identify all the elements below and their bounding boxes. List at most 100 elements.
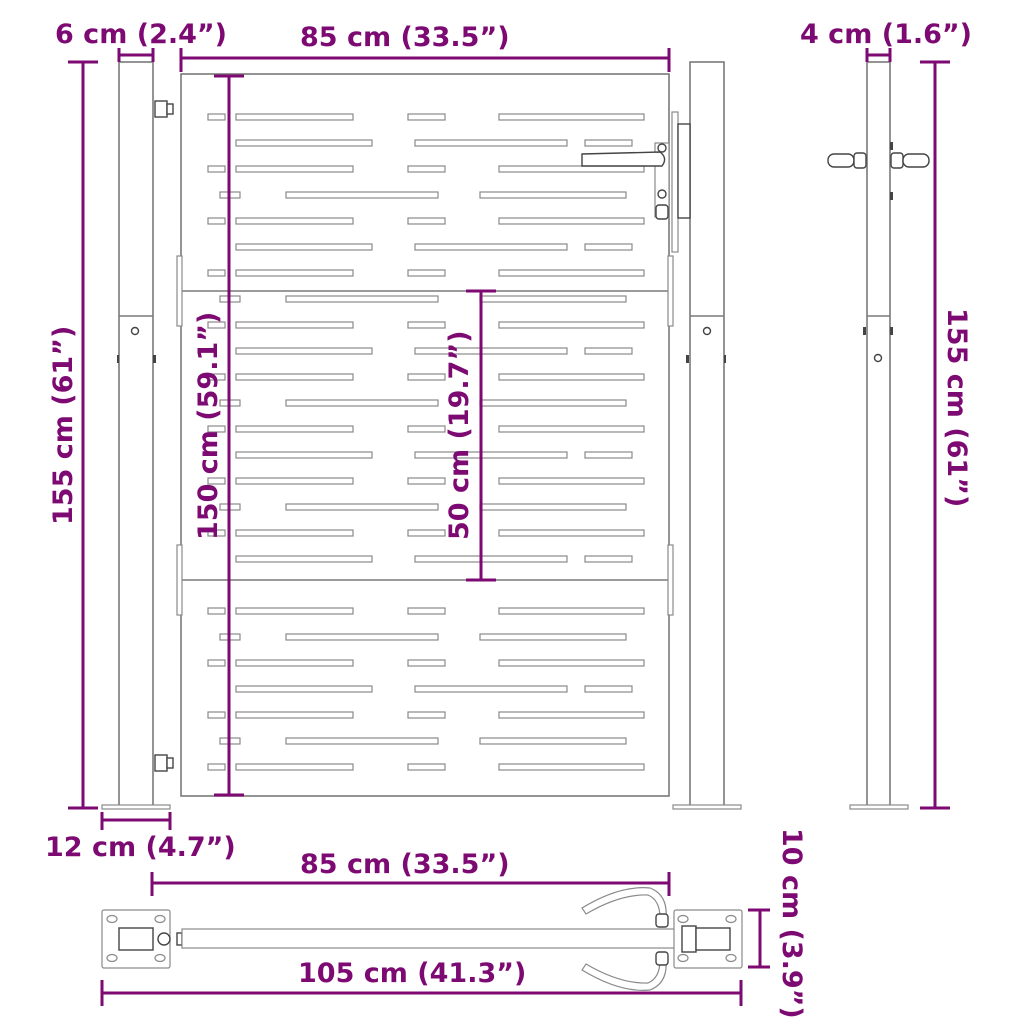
side-post-width-label: 4 cm (1.6”) [800, 19, 972, 50]
panel-slot [235, 243, 373, 251]
total-width-label: 105 cm (41.3”) [298, 958, 526, 989]
panel-slot [207, 711, 226, 719]
dim-post-height: 155 cm (61”) [48, 60, 98, 810]
gate-panel [176, 73, 674, 797]
dim-gate-height: 150 cm (59.1”) [193, 74, 244, 797]
gate-width-label: 85 cm (33.5”) [300, 22, 510, 53]
panel-slot [584, 139, 633, 147]
panel-slot [584, 685, 633, 693]
panel-slot [285, 191, 439, 199]
panel-slot [207, 321, 226, 329]
panel-slot [407, 529, 446, 537]
dim-gate-width: 85 cm (33.5”) [179, 22, 671, 72]
panel-slot [414, 243, 568, 251]
panel-slot [407, 217, 446, 225]
gate-height-label: 150 cm (59.1”) [193, 312, 224, 540]
side-post-height-label: 155 cm (61”) [941, 308, 972, 507]
handle-top-icon [581, 887, 669, 991]
panel-slot [235, 763, 354, 771]
panel-slot [498, 477, 645, 485]
panel-slot [285, 633, 439, 641]
panel-slot [479, 503, 627, 511]
panel-slot [235, 113, 354, 121]
panel-slot [498, 607, 645, 615]
panel-slot [407, 165, 446, 173]
panel-slot [207, 425, 226, 433]
panel-slot [235, 269, 354, 277]
panel-slot [407, 373, 446, 381]
panel-slot [235, 555, 373, 563]
panel-slot [235, 711, 354, 719]
bolt-icon [873, 353, 883, 363]
panel-slot [207, 165, 226, 173]
panel-slot [498, 113, 645, 121]
panel-slot [584, 451, 633, 459]
panel-slot [207, 113, 226, 121]
panel-slot [235, 165, 354, 173]
top-gate-width-label: 85 cm (33.5”) [300, 849, 510, 880]
panel-slot [498, 763, 645, 771]
panel-slot [285, 503, 439, 511]
panel-slot [414, 139, 568, 147]
panel-slot [235, 451, 373, 459]
panel-slot [498, 269, 645, 277]
panel-slot [479, 399, 627, 407]
panel-slot [407, 321, 446, 329]
dim-total-width: 105 cm (41.3”) [100, 958, 743, 1006]
panel-slot [207, 217, 226, 225]
panel-slot [235, 685, 373, 693]
panel-slot [414, 685, 568, 693]
post-width-label: 6 cm (2.4”) [55, 19, 227, 50]
panel-slot [407, 477, 446, 485]
panel-slot [479, 633, 627, 641]
dim-top-gate-width: 85 cm (33.5”) [150, 849, 671, 896]
panel-slot [414, 555, 568, 563]
panel-slot [407, 711, 446, 719]
section-height-label: 50 cm (19.7”) [444, 330, 475, 540]
panel-slot [207, 269, 226, 277]
hinge-top-icon [154, 100, 174, 118]
dim-side-post-height: 155 cm (61”) [920, 60, 972, 810]
panel-slot [479, 191, 627, 199]
panel-slot [407, 425, 446, 433]
dim-post-depth: 10 cm (3.9”) [748, 828, 807, 1019]
base-plate [672, 804, 742, 810]
top-view: 85 cm (33.5”) 105 cm (41.3”) 10 cm (3.9”… [100, 828, 807, 1019]
panel-slot [498, 321, 645, 329]
dim-side-post-width: 4 cm (1.6”) [800, 19, 972, 62]
panel-slot [235, 321, 354, 329]
bolt-icon [130, 326, 140, 336]
panel-slot [498, 373, 645, 381]
latch-handle-icon [581, 111, 691, 253]
gate-bar [181, 928, 677, 949]
left-mount-plate [101, 909, 183, 969]
base-plate [101, 804, 171, 810]
post-height-label: 155 cm (61”) [48, 326, 79, 525]
dim-section-height: 50 cm (19.7”) [444, 289, 496, 582]
hinge-bottom-icon [154, 754, 174, 772]
panel-slot [235, 139, 373, 147]
panel-slot [285, 295, 439, 303]
panel-slot [498, 711, 645, 719]
handle-side-icon [827, 152, 930, 169]
base-plate [849, 804, 909, 810]
post-depth-label: 10 cm (3.9”) [776, 828, 807, 1019]
panel-slot [207, 659, 226, 667]
front-view: 6 cm (2.4”) 85 cm (33.5”) 155 cm (61”) 1… [45, 19, 742, 863]
panel-slot [207, 763, 226, 771]
panel-slot [414, 347, 568, 355]
panel-slot [207, 607, 226, 615]
slot-pattern [207, 113, 645, 771]
panel-slot [207, 373, 226, 381]
panel-slot [584, 347, 633, 355]
dim-base-plate: 12 cm (4.7”) [45, 812, 236, 863]
panel-slot [235, 373, 354, 381]
panel-slot [235, 477, 354, 485]
panel-slot [285, 737, 439, 745]
panel-slot [479, 737, 627, 745]
panel-slot [498, 529, 645, 537]
panel-slot [498, 165, 645, 173]
dim-post-width: 6 cm (2.4”) [55, 19, 227, 62]
panel-slot [498, 425, 645, 433]
